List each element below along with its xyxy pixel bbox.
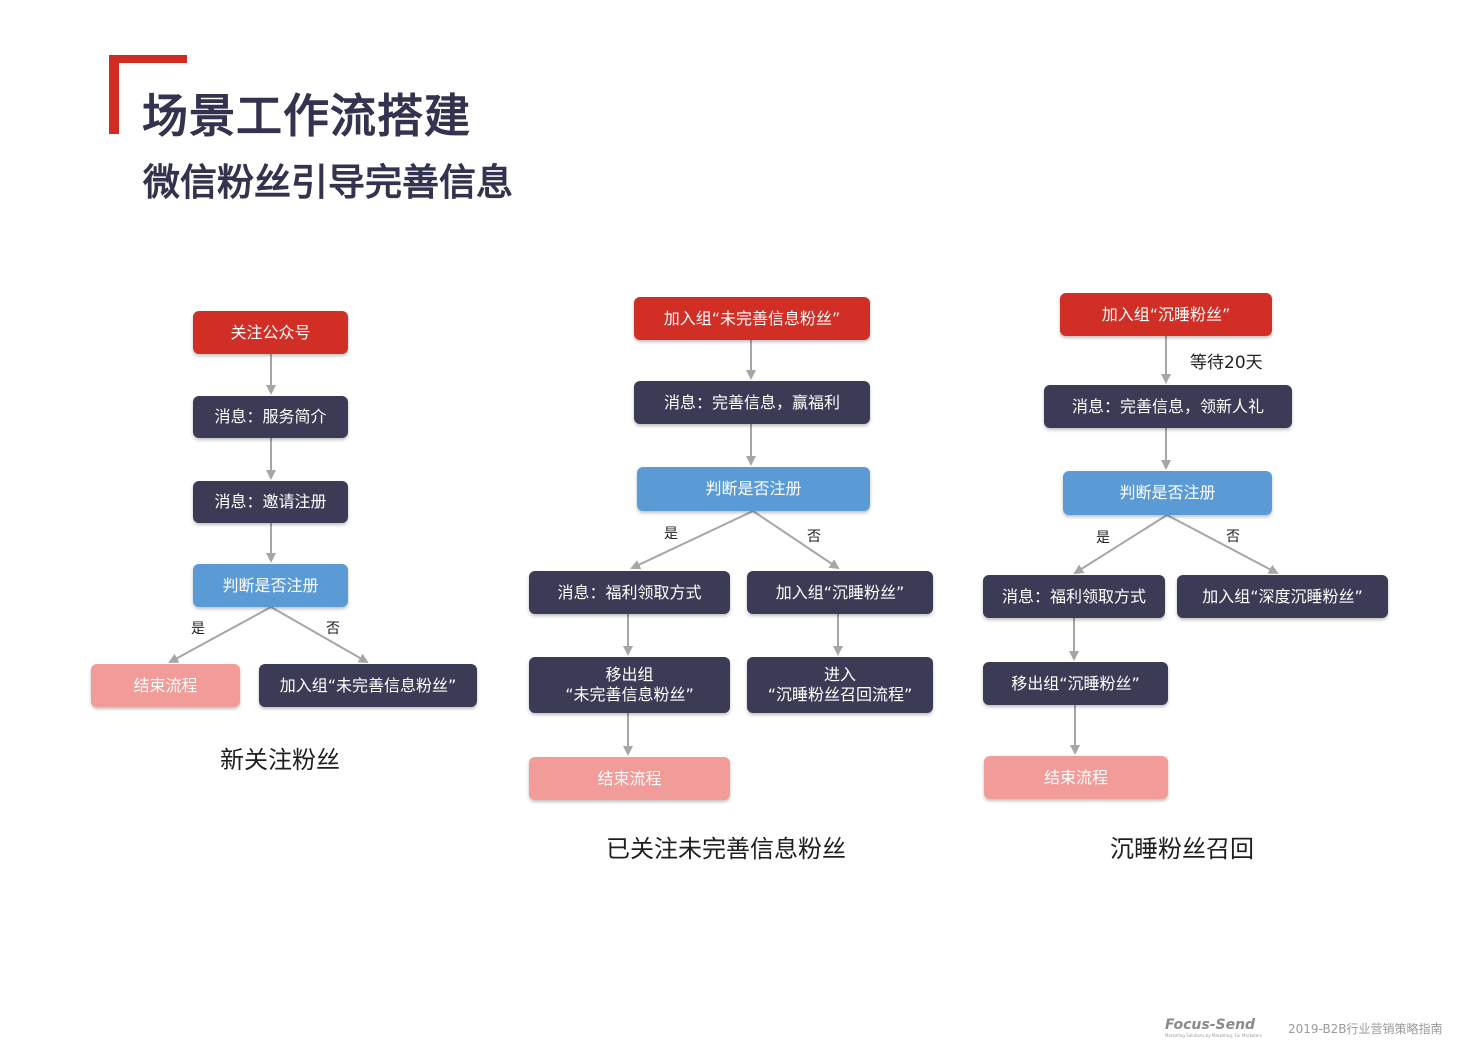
- flow2-remove-line2: “未完善信息粉丝”: [565, 685, 694, 704]
- flow2-add-dormant-group: 加入组“沉睡粉丝”: [747, 571, 933, 614]
- flow3-end: 结束流程: [984, 756, 1168, 799]
- flow3-newcomer-gift-message: 消息：完善信息，领新人礼: [1044, 385, 1292, 428]
- flow1-step-intro-message: 消息：服务简介: [193, 396, 348, 438]
- flow1-add-incomplete-group: 加入组“未完善信息粉丝”: [259, 664, 477, 707]
- flow1-decision-registered: 判断是否注册: [193, 564, 348, 607]
- flow2-end: 结束流程: [529, 757, 730, 800]
- flow2-decision-registered: 判断是否注册: [637, 467, 870, 511]
- title-accent-bar-vertical: [109, 55, 119, 134]
- title-accent-bar: [109, 55, 187, 63]
- flow1-step-follow: 关注公众号: [193, 311, 348, 354]
- flow1-end: 结束流程: [91, 664, 240, 707]
- flow3-caption: 沉睡粉丝召回: [1110, 835, 1254, 863]
- flow3-benefit-message: 消息：福利领取方式: [983, 575, 1165, 618]
- flow2-add-incomplete-group: 加入组“未完善信息粉丝”: [634, 297, 870, 340]
- arrow: [1166, 514, 1279, 574]
- arrow: [752, 510, 840, 570]
- page-subtitle: 微信粉丝引导完善信息: [143, 161, 513, 204]
- flow2-benefit-message: 消息：福利领取方式: [529, 571, 730, 614]
- focussend-logo: Focus-Send: [1165, 1017, 1256, 1033]
- flow1-no-label: 否: [326, 621, 340, 637]
- flow3-add-dormant-group: 加入组“沉睡粉丝”: [1060, 293, 1272, 336]
- flow3-wait-label: 等待20天: [1190, 353, 1263, 373]
- flow2-complete-info-message: 消息：完善信息，赢福利: [634, 381, 870, 424]
- flow3-remove-dormant-group: 移出组“沉睡粉丝”: [983, 662, 1168, 705]
- flow2-yes-label: 是: [664, 526, 678, 542]
- flow2-enter-recall-flow: 进入 “沉睡粉丝召回流程”: [747, 657, 933, 713]
- flow3-add-deep-dormant-group: 加入组“深度沉睡粉丝”: [1177, 575, 1388, 618]
- flow3-decision-registered: 判断是否注册: [1063, 471, 1272, 515]
- flow3-no-label: 否: [1226, 529, 1240, 545]
- flow1-caption: 新关注粉丝: [220, 746, 340, 774]
- arrow: [1073, 514, 1168, 575]
- flow1-step-invite-message: 消息：邀请注册: [193, 481, 348, 523]
- focussend-logo-tagline: Marketing Solutions by Marketing, For Ma…: [1165, 1033, 1262, 1038]
- flow1-yes-label: 是: [191, 621, 205, 637]
- arrow: [168, 606, 272, 663]
- arrow: [270, 606, 369, 663]
- page-title: 场景工作流搭建: [142, 89, 471, 143]
- flow2-enter-line1: 进入: [823, 665, 856, 684]
- flow2-enter-line2: “沉睡粉丝召回流程”: [767, 685, 913, 704]
- arrow: [630, 510, 754, 570]
- footer-doc-title: 2019-B2B行业营销策略指南: [1288, 1022, 1443, 1036]
- flow3-yes-label: 是: [1096, 530, 1110, 546]
- flow2-caption: 已关注未完善信息粉丝: [606, 835, 846, 863]
- flow2-no-label: 否: [807, 529, 821, 545]
- flow2-remove-line1: 移出组: [605, 665, 654, 684]
- flow2-remove-incomplete-group: 移出组 “未完善信息粉丝”: [529, 657, 730, 713]
